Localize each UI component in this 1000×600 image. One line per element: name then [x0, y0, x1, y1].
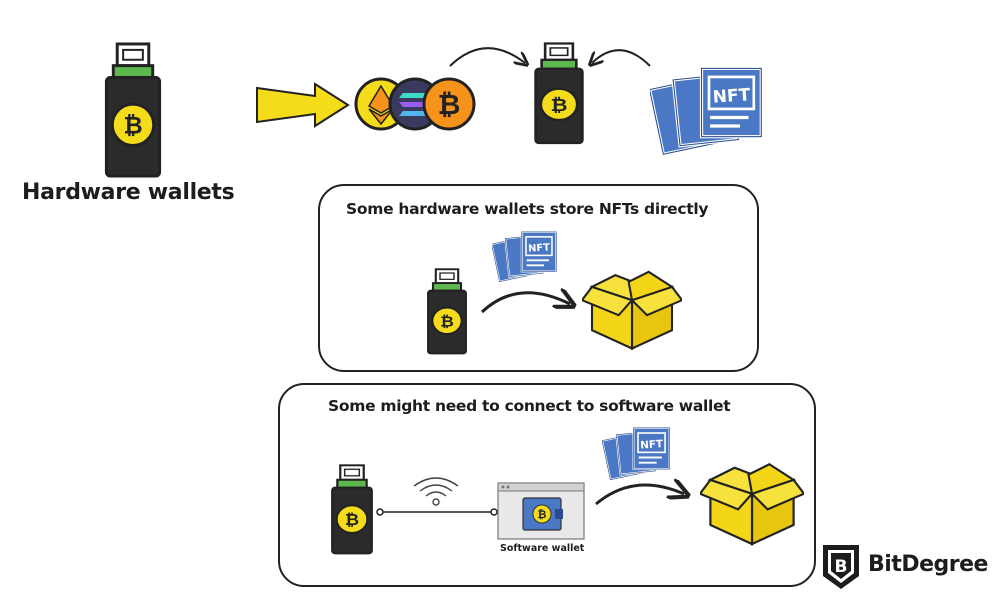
- panel-software-wallet-text: Some might need to connect to software w…: [328, 397, 731, 415]
- curved-arrows: [449, 47, 651, 78]
- software-wallet-icon: ₿: [497, 482, 585, 540]
- svg-text:B: B: [835, 557, 848, 577]
- connection-line: [376, 477, 498, 516]
- nft-cards-icon: [650, 62, 768, 158]
- bitcoin-coin-icon: ₿: [422, 77, 476, 131]
- arrow-icon: [480, 282, 578, 314]
- box-icon: [700, 456, 804, 554]
- brand-name: BitDegree: [868, 552, 988, 577]
- svg-text:₿: ₿: [538, 508, 547, 521]
- usb-wallet-icon: [533, 42, 585, 146]
- wifi-icon: [413, 477, 459, 506]
- usb-wallet-icon: [426, 268, 468, 356]
- panel-direct-storage: [318, 184, 759, 372]
- arrow-icon: [595, 474, 692, 506]
- box-icon: [582, 264, 682, 358]
- panel-direct-storage-text: Some hardware wallets store NFTs directl…: [346, 200, 709, 218]
- software-wallet-label: Software wallet: [500, 543, 585, 554]
- bitdegree-logo-icon: B: [823, 545, 859, 589]
- usb-wallet-icon: [103, 42, 163, 180]
- usb-wallet-icon: [330, 464, 374, 556]
- crypto-coins: ₿: [354, 77, 476, 131]
- page-title: Hardware wallets: [22, 180, 235, 205]
- svg-text:₿: ₿: [438, 88, 461, 121]
- nft-cards-icon: [492, 228, 560, 284]
- arrow-icon: [256, 82, 350, 128]
